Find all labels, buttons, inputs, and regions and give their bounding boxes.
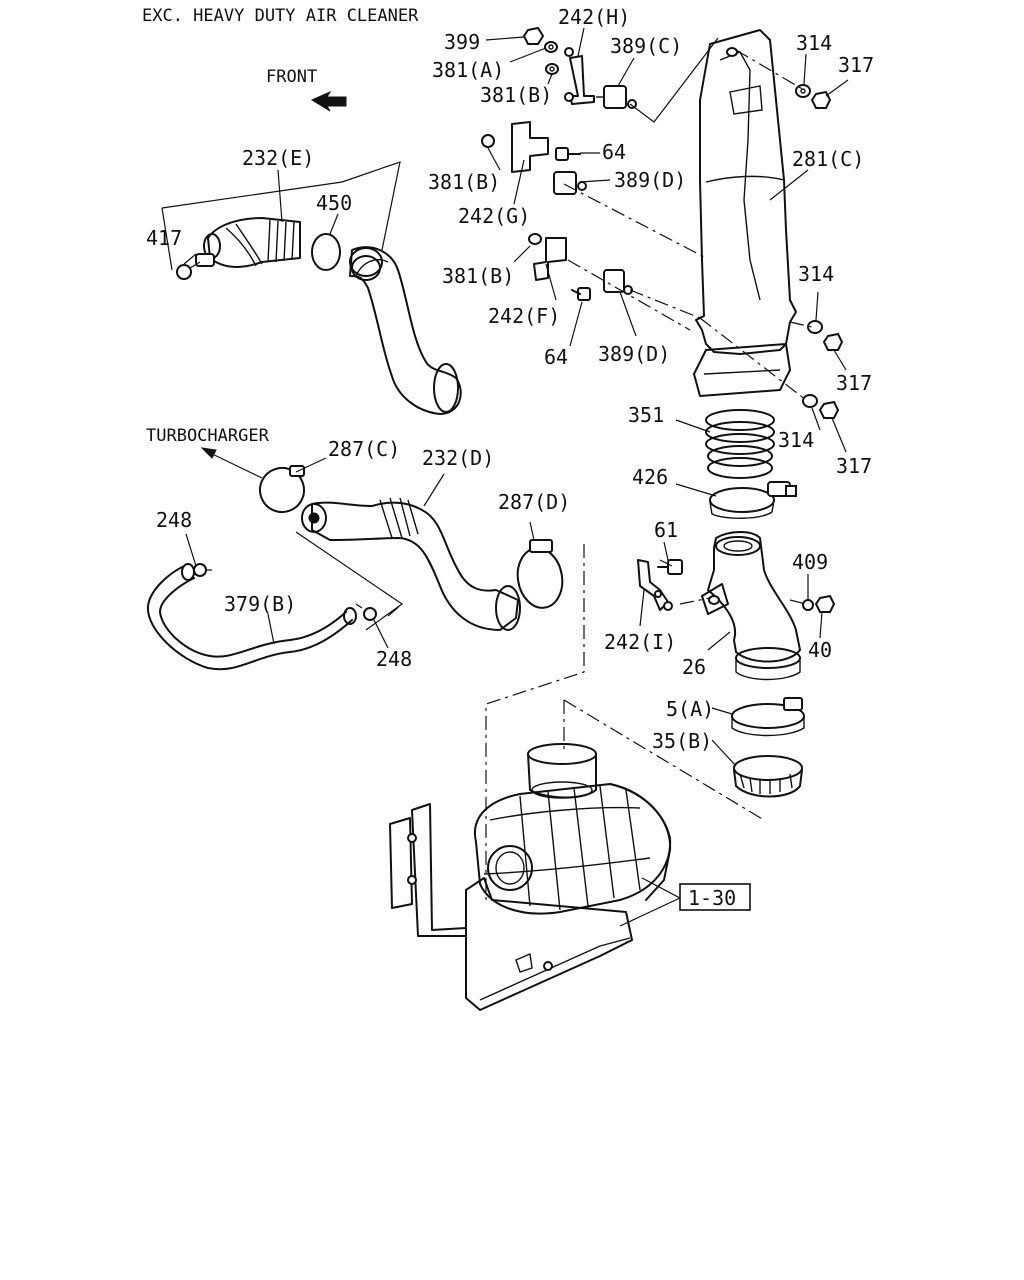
callout-351: 351 [628,403,664,427]
callout-5a: 5(A) [666,697,714,721]
callout-426: 426 [632,465,668,489]
clamp-248-right [355,603,377,621]
callout-417: 417 [146,226,182,250]
washer-381b-mid [528,233,542,245]
clamp-417 [176,261,201,280]
callout-450: 450 [316,191,352,215]
callout-389d-top: 389(D) [614,168,686,192]
washer-314-low [802,394,818,408]
callout-64-top: 64 [602,140,626,164]
callout-242g: 242(G) [458,204,530,228]
ring-450 [311,233,341,271]
air-duct-281c [693,29,797,397]
mount-389c [596,85,637,109]
washer-409 [802,599,814,611]
nut-317-mid [822,332,844,351]
nut-40 [814,594,836,613]
callout-287c: 287(C) [328,437,400,461]
callout-381b-top: 381(B) [480,83,552,107]
washer-381b-top [545,63,559,75]
callout-61: 61 [654,518,678,542]
callout-409: 409 [792,550,828,574]
callout-317-low: 317 [836,454,872,478]
callout-26: 26 [682,655,706,679]
hose-232e-lower [349,246,462,415]
callout-389d-bottom: 389(D) [598,342,670,366]
washer-381a [544,41,558,53]
bolt-64-top [555,147,581,161]
callout-232d: 232(D) [422,446,494,470]
clamp-5a [731,697,805,737]
callout-232e: 232(E) [242,146,314,170]
callout-287d: 287(D) [498,490,570,514]
callout-314-mid: 314 [798,262,834,286]
clamp-287c [259,465,305,513]
clamp-248-left [193,563,212,577]
turbocharger-label: TURBOCHARGER [146,426,270,446]
callout-281c: 281(C) [792,147,864,171]
callout-35b: 35(B) [652,729,712,753]
washer-314-mid [807,320,823,334]
callout-248-left: 248 [156,508,192,532]
callout-317-mid: 317 [836,371,872,395]
turbocharger-arrow-icon [200,447,263,479]
nut-317-low [818,400,840,419]
air-cleaner-assembly [389,743,672,1011]
callout-381a: 381(A) [432,58,504,82]
callout-381b-low: 381(B) [442,264,514,288]
callout-389c: 389(C) [610,34,682,58]
bracket-242h [564,47,595,105]
callout-317-top: 317 [838,53,874,77]
callout-242i: 242(I) [604,630,676,654]
clamp-426 [709,481,797,519]
nut-317-top [810,90,832,109]
ref-label-1-30: 1-30 [688,886,736,910]
hose-379b [146,563,357,671]
callout-242h: 242(H) [558,5,630,29]
bolt-64-bottom [571,287,591,301]
washer-314-top [795,84,811,98]
seal-35b [733,755,803,798]
hose-232e [195,217,301,268]
bolt-61 [657,559,683,575]
diagram-title: EXC. HEAVY DUTY AIR CLEANER [142,6,419,26]
bracket-242i [637,559,673,611]
clamp-287d [516,539,564,609]
callout-248-right: 248 [376,647,412,671]
bracket-242g [481,121,549,173]
bellows-351 [705,409,775,479]
callout-314-top: 314 [796,31,832,55]
callout-64-bottom: 64 [544,345,568,369]
callout-242f: 242(F) [488,304,560,328]
callout-399: 399 [444,30,480,54]
callout-314-low: 314 [778,428,814,452]
bracket-242f [533,237,567,281]
front-arrow-icon [310,90,347,112]
callout-381b-mid: 381(B) [428,170,500,194]
mount-389d-top [553,171,587,195]
callout-379b: 379(B) [224,592,296,616]
ref-box-1-30: 1-30 [619,877,751,927]
front-label: FRONT [266,67,317,87]
leader-lines [183,27,849,767]
nut-399 [522,26,545,45]
elbow-26 [701,531,801,681]
hose-232d [301,497,521,631]
callout-40: 40 [808,638,832,662]
mount-389d-bottom [603,269,633,295]
